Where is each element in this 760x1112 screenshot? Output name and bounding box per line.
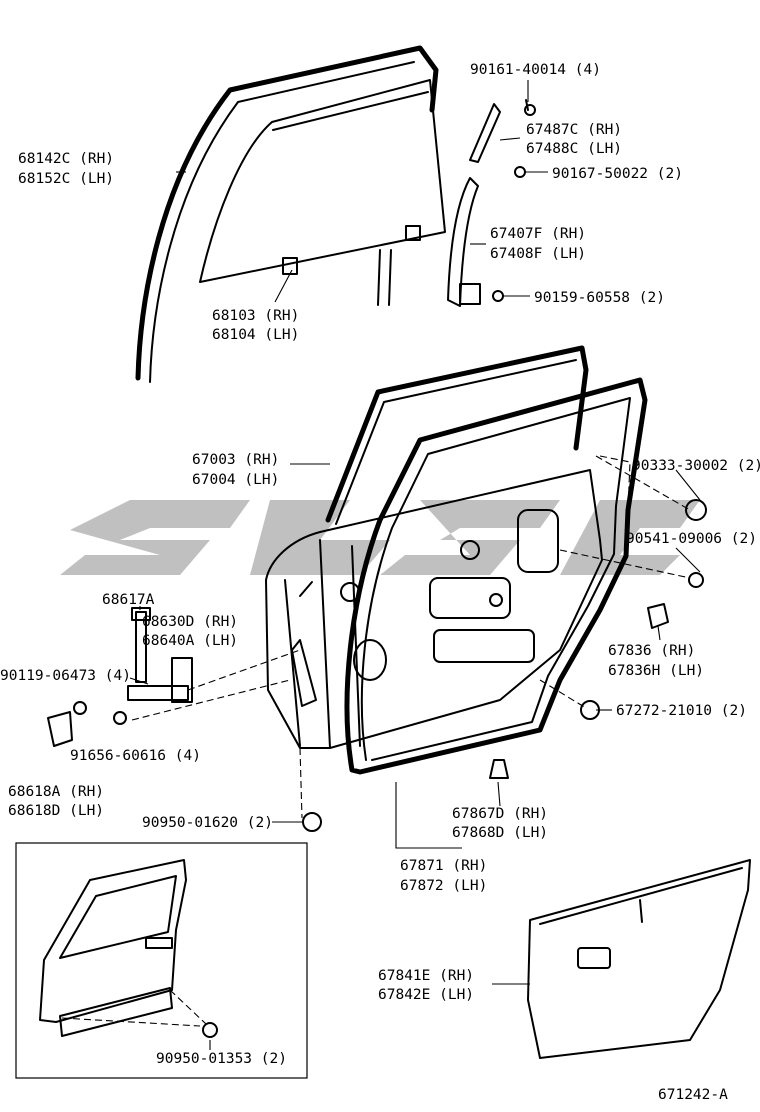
label-68618d: 68618D (LH) [8,803,104,819]
door-glass [199,79,446,306]
diagram-id: 671242-A [658,1087,728,1103]
label-67487c: 67487C (RH) [526,122,622,138]
label-90541: 90541-09006 (2) [626,531,757,547]
label-68152c: 68152C (LH) [18,171,114,187]
label-68630d: 68630D (RH) [142,614,238,630]
label-67871: 67871 (RH) [400,858,487,874]
division-bar [447,177,504,307]
label-67003: 67003 (RH) [192,452,279,468]
leader-lines [129,80,701,1050]
label-90159: 90159-60558 (2) [534,290,665,306]
label-67004: 67004 (LH) [192,472,279,488]
division-bracket [469,99,536,178]
label-68617a: 68617A [102,592,155,608]
door-panel [265,469,603,749]
label-67842e: 67842E (LH) [378,987,474,1003]
label-90167: 90167-50022 (2) [552,166,683,182]
dashed-connectors [131,455,691,819]
label-67867d: 67867D (RH) [452,806,548,822]
label-91656: 91656-60616 (4) [70,748,201,764]
label-90161: 90161-40014 (4) [470,62,601,78]
label-68103: 68103 (RH) [212,308,299,324]
label-67872: 67872 (LH) [400,878,487,894]
label-67836: 67836 (RH) [608,643,695,659]
label-67488c: 67488C (LH) [526,141,622,157]
label-68104: 68104 (LH) [212,327,299,343]
label-68640a: 68640A (LH) [142,633,238,649]
part-labels: 68142C (RH) 68152C (LH) 90161-40014 (4) … [0,62,760,1103]
watermark-logo [60,500,700,575]
label-90950-01353: 90950-01353 (2) [156,1051,287,1067]
door-outer-weatherstrip [325,345,589,525]
glass-run-channel [135,45,439,383]
door-hinge [47,607,193,747]
label-90333: 90333-30002 (2) [632,458,760,474]
label-67836h: 67836H (LH) [608,663,704,679]
label-67841e: 67841E (RH) [378,968,474,984]
label-90950-01620: 90950-01620 (2) [142,815,273,831]
door-weatherstrip-inner [344,377,648,775]
label-68618a: 68618A (RH) [8,784,104,800]
label-67408f: 67408F (LH) [490,246,586,262]
label-67868d: 67868D (LH) [452,825,548,841]
inset-diagram [15,842,308,1079]
label-68142c: 68142C (RH) [18,151,114,167]
label-90119: 90119-06473 (4) [0,668,131,684]
label-67407f: 67407F (RH) [490,226,586,242]
door-trim-board [527,859,751,1059]
label-67272: 67272-21010 (2) [616,703,747,719]
